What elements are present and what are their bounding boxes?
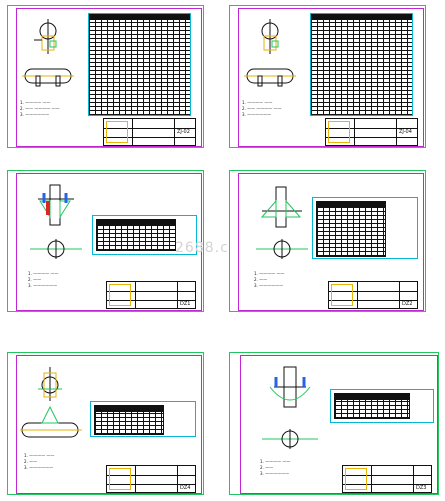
title-block: DZ3 — [342, 465, 432, 493]
specification-table — [334, 393, 410, 419]
notes: 1. ———— —— 2. —— ———— —— 3. —————— — [20, 100, 60, 117]
table-highlight — [312, 197, 418, 259]
title-block: ZJ-02 — [103, 118, 196, 146]
pipe-support-diagram — [262, 366, 318, 449]
table-highlight — [310, 13, 413, 116]
pipe-support-diagram — [256, 186, 308, 259]
sheet-frame — [238, 173, 424, 311]
sheet-frame — [16, 173, 202, 311]
table-highlight — [92, 215, 197, 255]
pipe-support-diagram — [20, 367, 82, 438]
pipe-support-diagram — [244, 19, 296, 87]
title-block: DZ1 — [106, 281, 196, 309]
title-block: DZ4 — [106, 465, 196, 493]
drawing-sheet-4[interactable]: 1. ———— —— 2. —— 3. —————— DZ2 — [229, 170, 426, 312]
drawing-sheet-6[interactable]: 1. ———— —— 2. —— 3. —————— DZ3 — [229, 352, 439, 495]
drawing-code: ZJ-04 — [399, 129, 412, 135]
watermark: 2688.c — [175, 240, 229, 256]
title-block: DZ2 — [328, 281, 418, 309]
drawing-code: DZ2 — [402, 301, 413, 307]
notes: 1. ———— —— 2. —— 3. —————— — [260, 459, 291, 476]
specification-table — [316, 201, 386, 257]
pipe-support-diagram — [30, 184, 82, 259]
drawing-sheet-3[interactable]: 1. ———— —— 2. —— 3. —————— DZ1 — [7, 170, 204, 312]
table-highlight — [88, 13, 191, 116]
notes: 1. ———— —— 2. —— ———— —— 3. —————— — [242, 100, 282, 117]
drawing-code: DZ3 — [416, 485, 427, 491]
sheet-frame — [16, 8, 202, 147]
sheet-frame — [240, 355, 438, 494]
notes: 1. ———— —— 2. —— 3. —————— — [254, 271, 285, 288]
drawing-code: DZ4 — [180, 485, 191, 491]
table-highlight — [330, 389, 434, 423]
sheet-frame — [16, 355, 202, 494]
drawing-sheet-5[interactable]: 1. ———— —— 2. —— 3. —————— DZ4 — [7, 352, 204, 495]
sheet-frame — [238, 8, 424, 147]
drawing-code: ZJ-02 — [177, 129, 190, 135]
drawing-sheet-2[interactable]: 1. ———— —— 2. —— ———— —— 3. —————— ZJ-04 — [229, 5, 426, 148]
drawing-sheet-1[interactable]: 1. ———— —— 2. —— ———— —— 3. —————— ZJ-02 — [7, 5, 204, 148]
specification-table — [96, 219, 176, 251]
drawing-code: DZ1 — [180, 301, 191, 307]
notes: 1. ———— —— 2. —— 3. —————— — [24, 453, 55, 470]
title-block: ZJ-04 — [325, 118, 418, 146]
notes: 1. ———— —— 2. —— 3. —————— — [28, 271, 59, 288]
pipe-support-diagram — [22, 19, 74, 87]
table-highlight — [90, 401, 196, 437]
specification-table — [94, 405, 164, 435]
